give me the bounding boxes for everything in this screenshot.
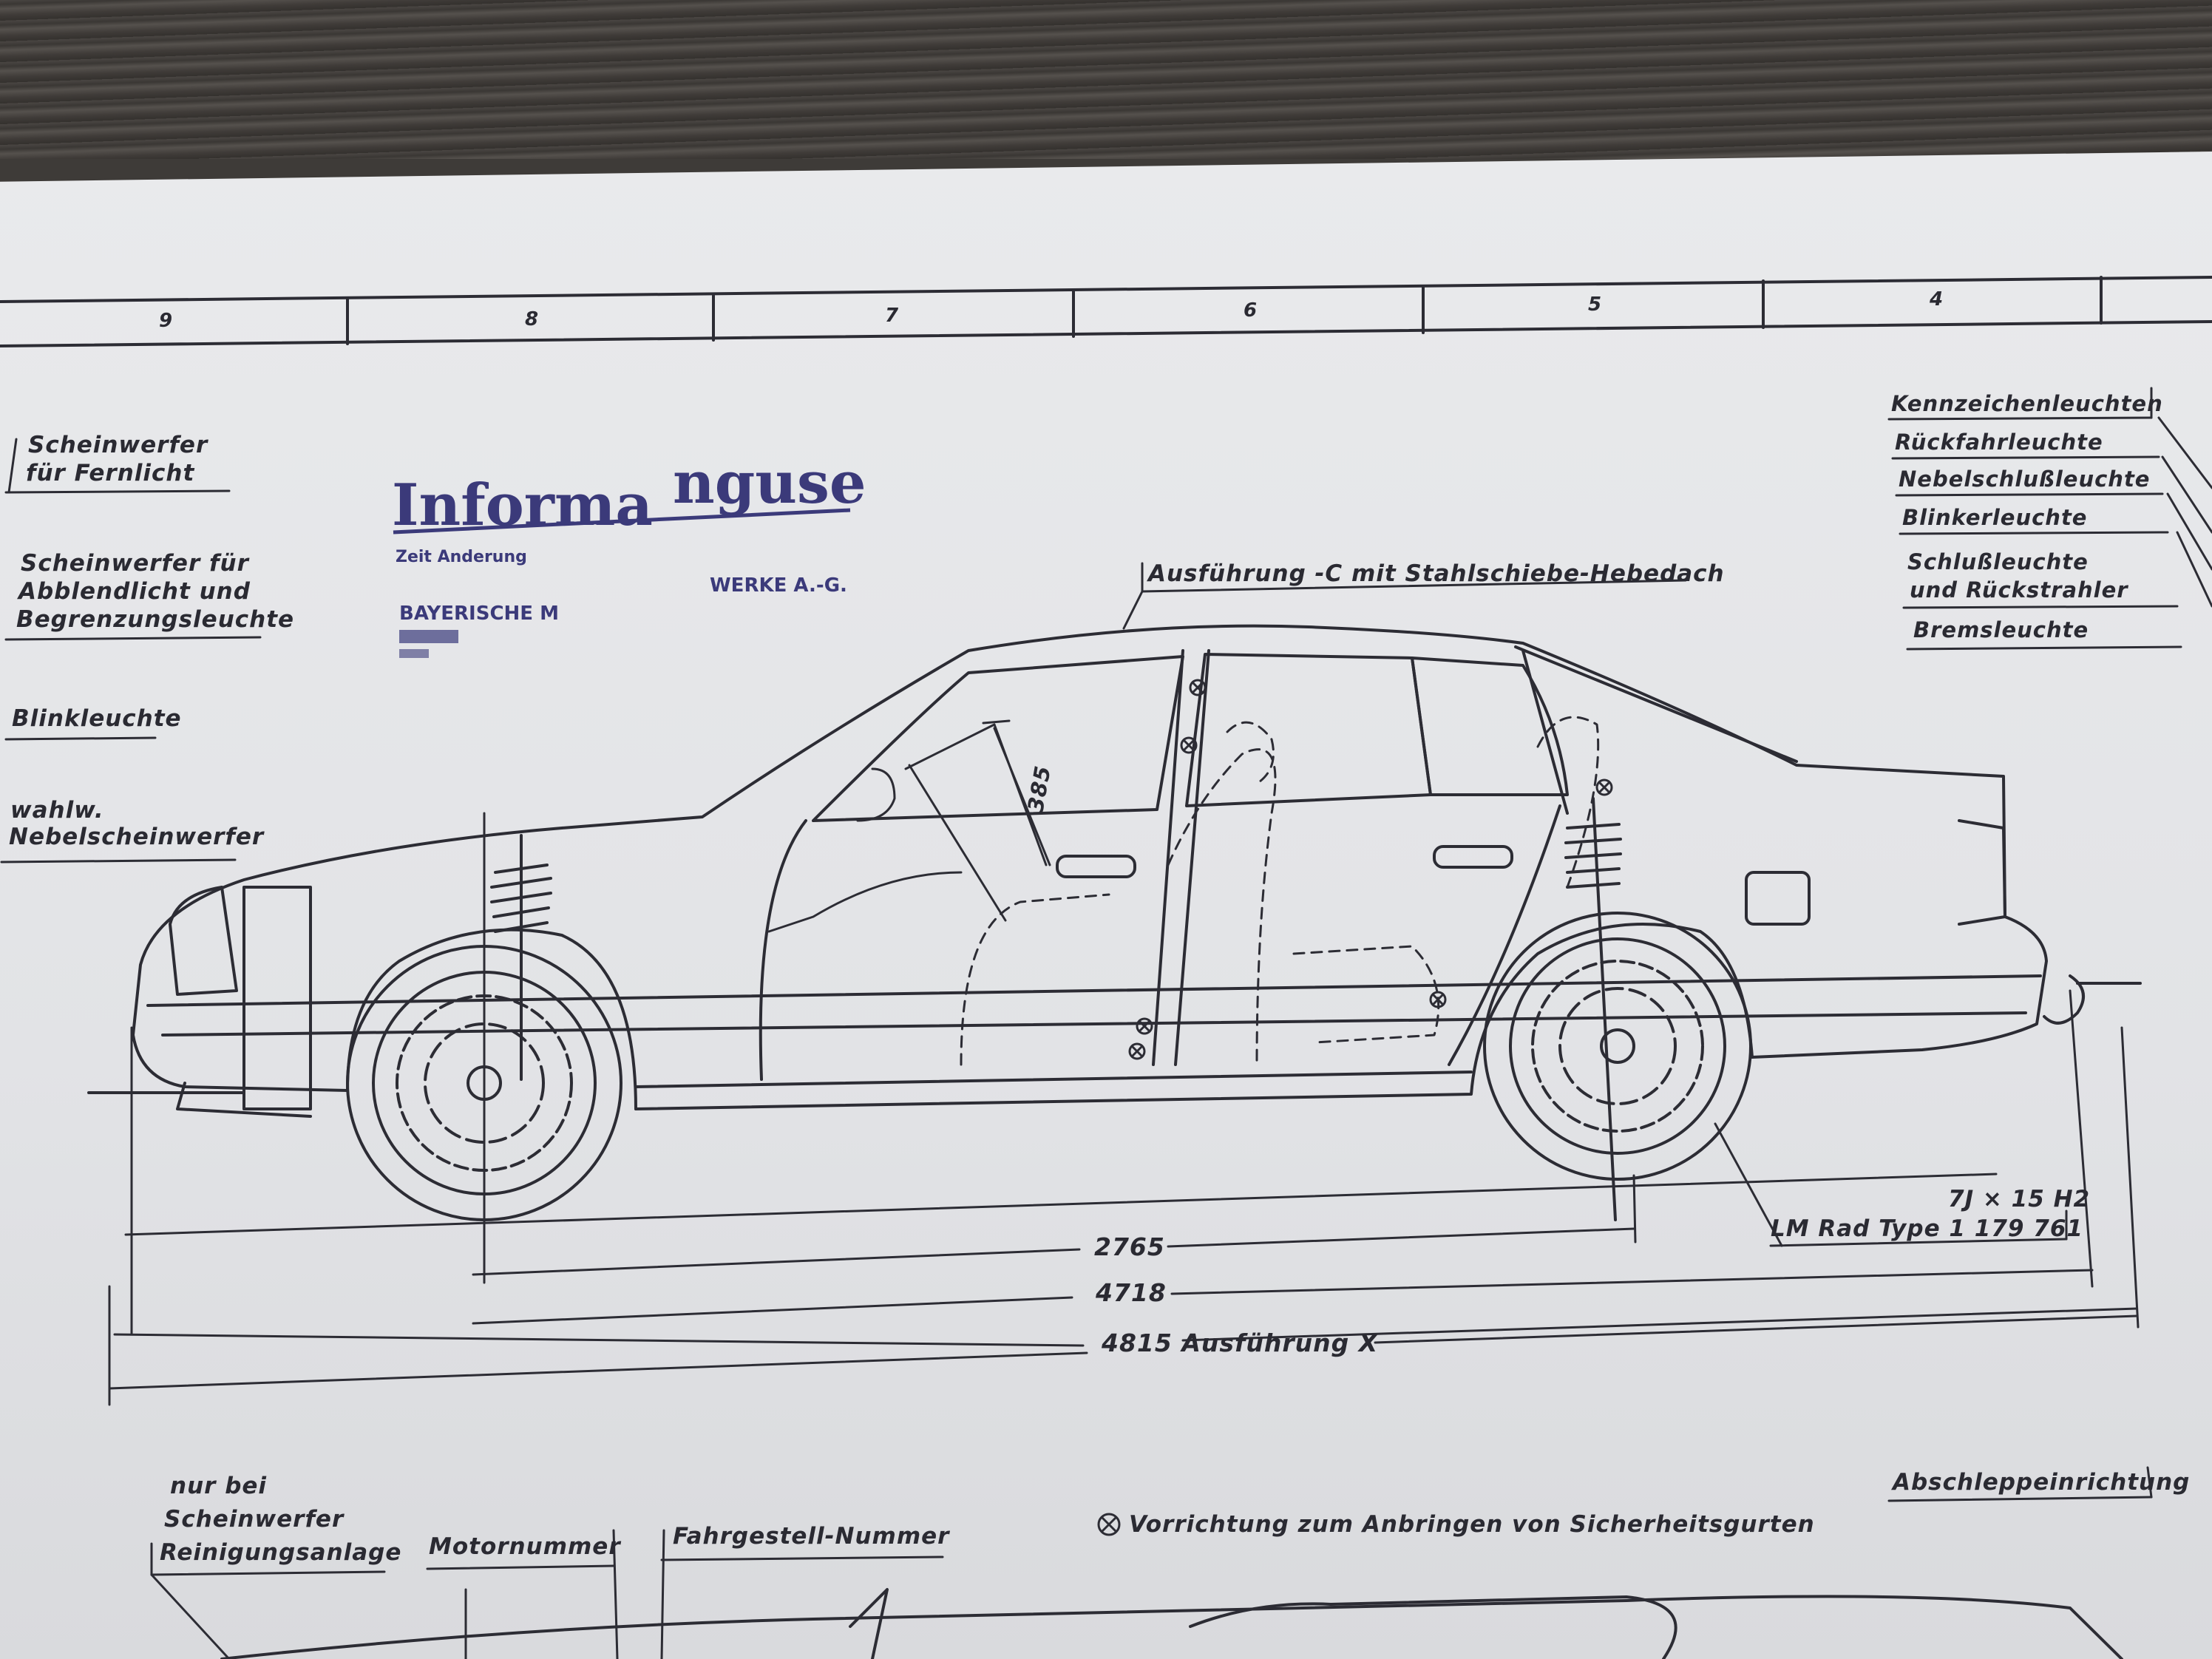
roof-label-leader (1122, 562, 1687, 630)
stamp-line: WERKE A.-G. (710, 574, 847, 597)
label-nebelscheinwerfer: Nebelscheinwerfer (9, 824, 265, 850)
label-scheinwerfer-abblendlicht: Scheinwerfer für (21, 550, 250, 577)
label-blinkerleuchte: Blinkerleuchte (1902, 505, 2087, 530)
wooden-table-background (0, 0, 2212, 159)
label-reinigungsanlage: Scheinwerfer (164, 1506, 345, 1533)
bottom-label-rules (150, 1466, 2153, 1659)
rear-wheel (1483, 912, 1752, 1181)
left-label-rules (0, 438, 262, 864)
grid-number: 7 (885, 305, 899, 327)
grid-frame (0, 276, 2212, 347)
grid-number: 6 (1244, 299, 1258, 322)
label-kennzeichenleuchten: Kennzeichenleuchten (1891, 391, 2163, 416)
bottom-car-view-partial (220, 1588, 2123, 1659)
information-stamp: Informa nguse Zeit Anderung BAYERISCHE M… (392, 449, 866, 658)
grid-numbers: 9 8 7 6 5 4 (159, 288, 1944, 332)
wheel-spec: LM Rad Type 1 179 761 (1771, 1215, 2083, 1242)
dimension-lines (108, 812, 2140, 1406)
right-label-rules (1887, 387, 2212, 651)
dimension-385-line (982, 719, 1051, 866)
label-reinigungsanlage: Reinigungsanlage (160, 1539, 401, 1566)
wheel-spec: 7J × 15 H2 (1948, 1186, 2090, 1212)
stamp-line: BAYERISCHE M (399, 603, 559, 625)
grid-number: 8 (525, 308, 539, 330)
seatbelt-anchor-legend-icon (1097, 1513, 1121, 1536)
label-scheinwerfer-abblendlicht: Abblendlicht und (16, 578, 251, 605)
label-stahlschiebe-hebedach: Ausführung -C mit Stahlschiebe-Hebedach (1146, 560, 1725, 587)
dimension-length-x: 4815 Ausführung X (1101, 1329, 1379, 1357)
car-body (87, 624, 2142, 1118)
label-motornummer: Motornummer (429, 1533, 621, 1560)
rear-suspension-spring (1564, 797, 1622, 1221)
front-suspension-spring (490, 834, 552, 1081)
label-nebelscheinwerfer: wahlw. (10, 797, 104, 824)
stamp-line: Zeit Anderung (396, 548, 527, 566)
label-abschleppeinrichtung: Abschleppeinrichtung (1890, 1469, 2190, 1496)
interior-dashed (960, 716, 1600, 1066)
label-schlussleuchte: Schlußleuchte (1907, 549, 2089, 574)
dimension-length: 4718 (1095, 1278, 1167, 1307)
label-rueckfahrleuchte: Rückfahrleuchte (1895, 430, 2103, 455)
dimension-wheelbase: 2765 (1094, 1232, 1165, 1261)
label-fahrgestell-nummer: Fahrgestell-Nummer (673, 1523, 950, 1550)
grid-number: 4 (1929, 288, 1944, 311)
label-scheinwerfer-fernlicht: Scheinwerfer (28, 432, 208, 458)
dimension-385: 385 (1022, 764, 1056, 814)
label-bremsleuchte: Bremsleuchte (1913, 617, 2089, 642)
label-nebelschlussleuchte: Nebelschlußleuchte (1899, 467, 2150, 492)
label-schlussleuchte: und Rückstrahler (1910, 577, 2128, 603)
grid-number: 9 (159, 310, 173, 332)
seatbelt-anchor-symbols (1128, 679, 1613, 1060)
paper-sheet (0, 152, 2212, 1659)
grid-number: 5 (1588, 294, 1602, 316)
label-scheinwerfer-abblendlicht: Begrenzungsleuchte (16, 606, 294, 633)
stamp-title-tail: nguse (673, 449, 866, 517)
label-reinigungsanlage: nur bei (170, 1473, 267, 1499)
label-scheinwerfer-fernlicht: für Fernlicht (26, 460, 194, 486)
label-sicherheitsgurte: Vorrichtung zum Anbringen von Sicherheit… (1129, 1511, 1815, 1538)
label-blinkleuchte: Blinkleuchte (12, 705, 182, 732)
